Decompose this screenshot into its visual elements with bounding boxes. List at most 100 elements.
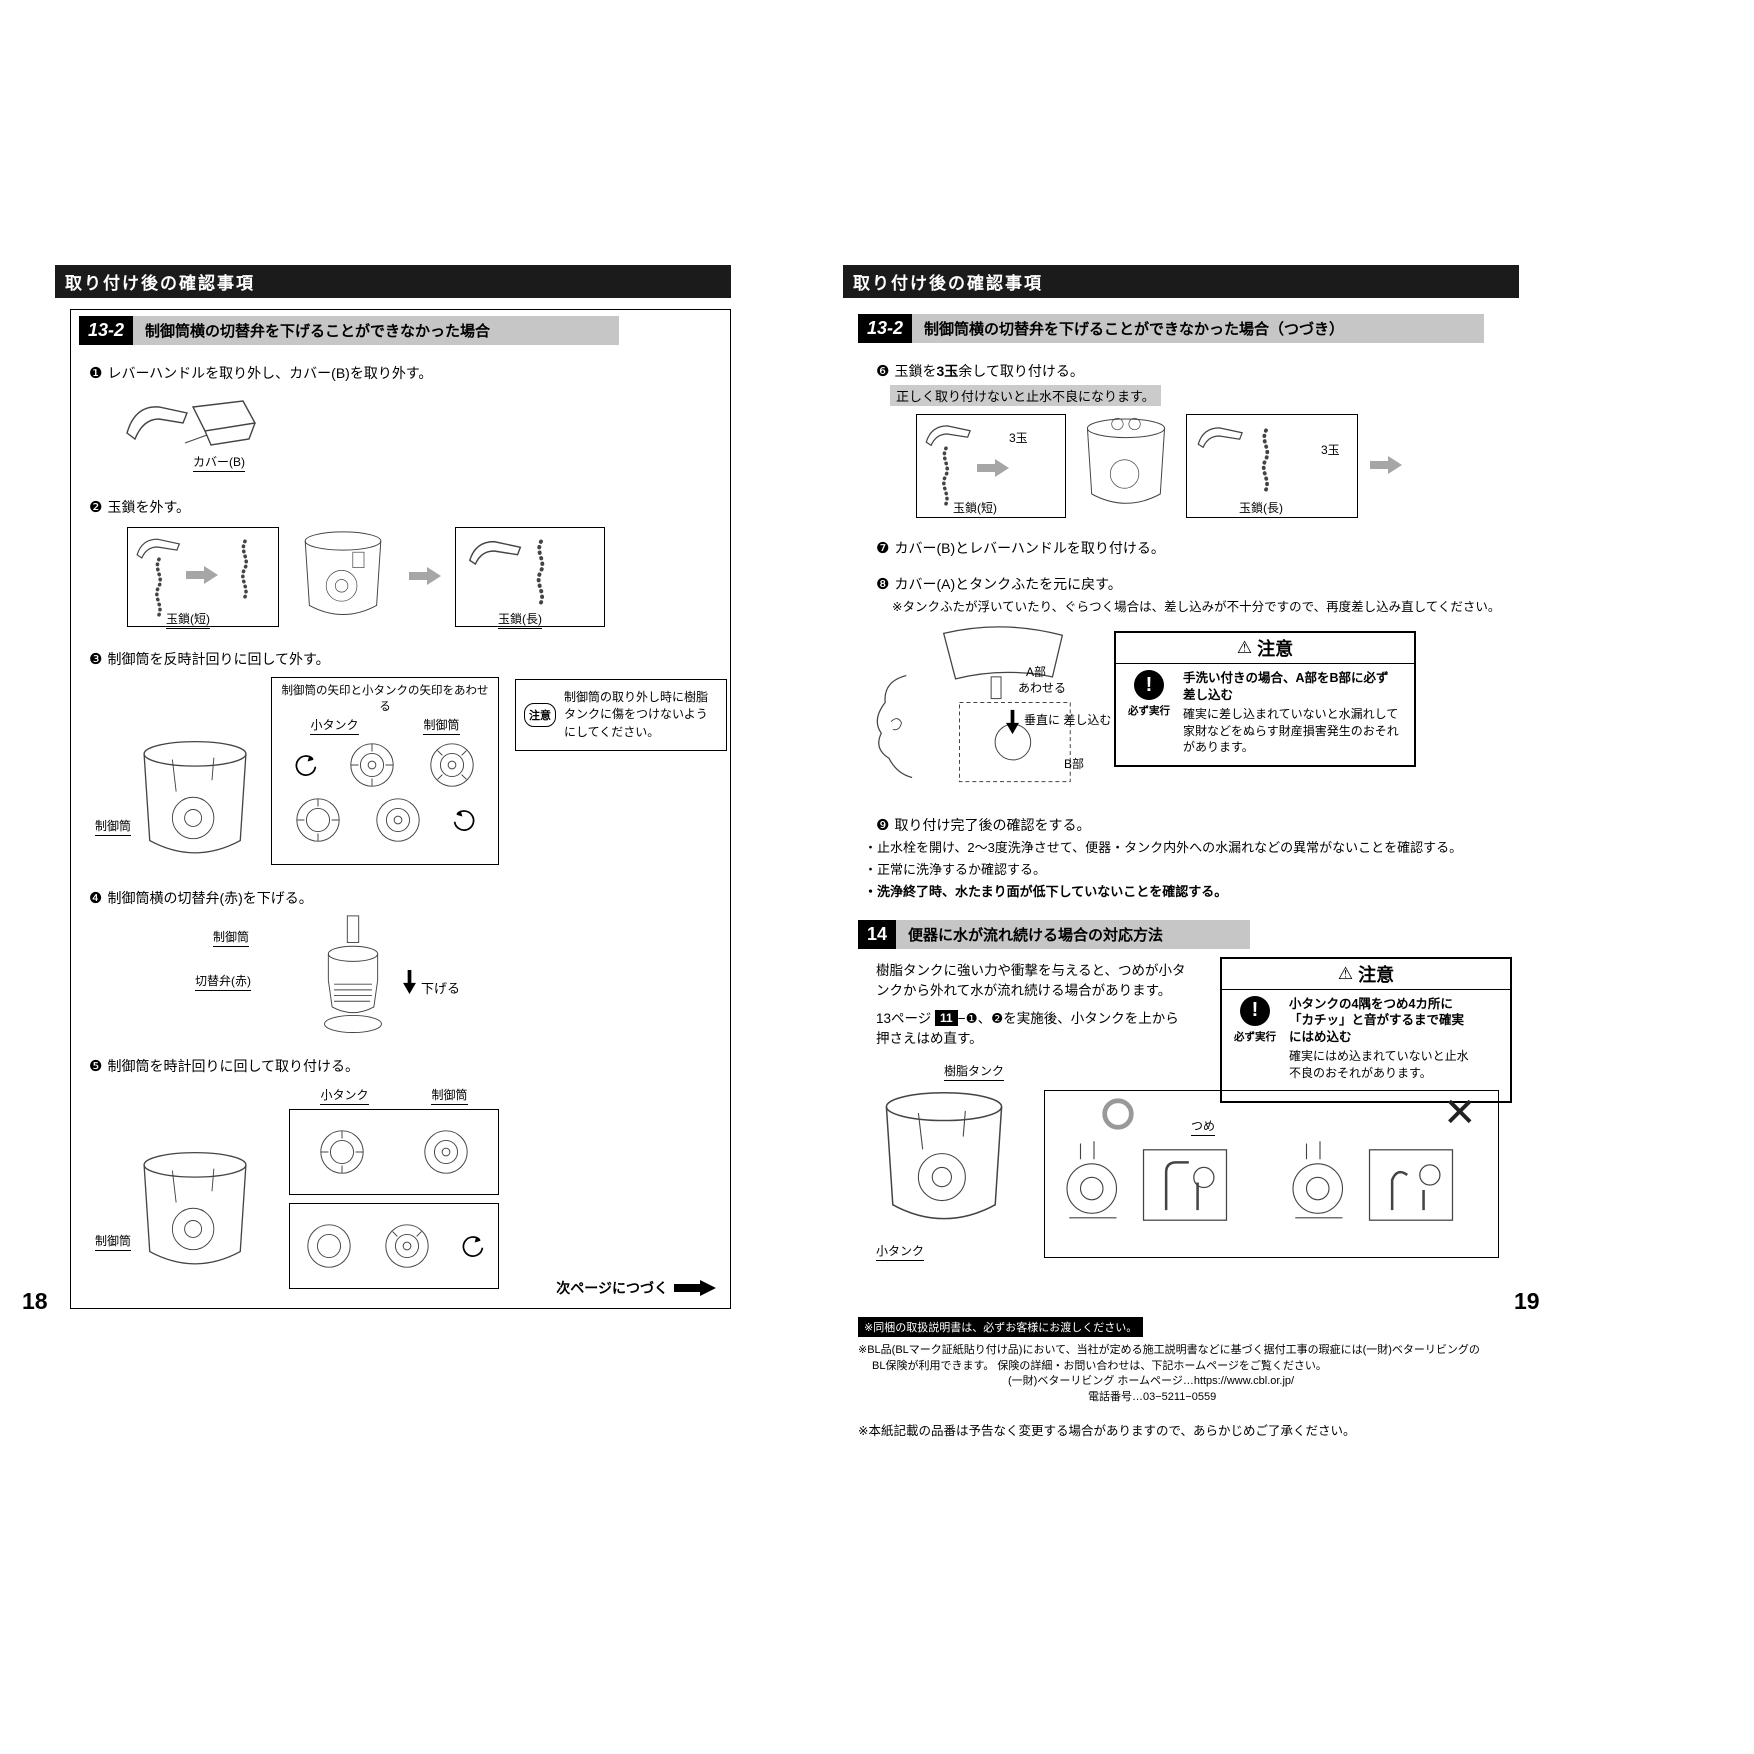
caution-note-text: 制御筒の取り外し時に樹脂 タンクに傷をつけないよう にしてください。 <box>564 689 709 739</box>
label-chain-short: 玉鎖(短) <box>953 499 997 518</box>
step-7-number-icon: ❼ <box>876 540 890 557</box>
warning-triangle-icon: ⚠ <box>1236 638 1253 657</box>
step-4-number-icon: ❹ <box>89 890 103 907</box>
step-8-note: ※タンクふたが浮いていたり、ぐらつく場合は、差し込みが不十分ですので、再度差し込… <box>892 600 1501 614</box>
handover-notice: ※同梱の取扱説明書は、必ずお客様にお渡しください。 <box>858 1316 1144 1337</box>
tank-sketch <box>143 1151 247 1265</box>
claw-comparison-panel: つめ <box>1044 1089 1499 1258</box>
label-small-tank: 小タンク <box>310 716 359 735</box>
claw-detail-sketch <box>1368 1148 1454 1221</box>
bl-insurance-line-1: ※BL品(BLマーク証紙貼り付け品)において、当社が定める施工説明書などに基づく… <box>858 1343 1480 1356</box>
chain-icon <box>155 557 163 617</box>
step-4-text: 制御筒横の切替弁(赤)を下げる。 <box>107 890 313 906</box>
mandatory-action: ! 必ず実行 <box>1123 670 1175 756</box>
step-6-text: 玉鎖を3玉余して取り付ける。 <box>894 361 1083 381</box>
label-claw: つめ <box>1191 1117 1216 1136</box>
label-chain-long: 玉鎖(長) <box>1239 499 1283 518</box>
section-13-2-frame: 13-2 制御筒横の切替弁を下げることができなかった場合 ❶ レバーハンドルを取… <box>70 309 731 1309</box>
rotate-arrow-icon <box>462 1236 484 1257</box>
caution-text: 小タンクの4隅をつめ4カ所に 「カチッ」と音がするまで確実 にはめ込む 確実には… <box>1289 996 1469 1082</box>
label-control-tube: 制御筒 <box>423 716 460 735</box>
step-3-number-icon: ❸ <box>89 651 103 668</box>
caution-headline: 小タンクの4隅をつめ4カ所に 「カチッ」と音がするまで確実 にはめ込む <box>1289 996 1465 1045</box>
arrow-right-icon <box>977 459 1009 477</box>
section-14-paragraph-2: 13ページ 11−❶、❷を実施後、小タンクを上から 押さえはめ直す。 <box>876 1009 1236 1050</box>
step-4-diagram: 制御筒 切替弁(赤) 下げる <box>79 914 722 1044</box>
section-13-2-header: 13-2 制御筒横の切替弁を下げることができなかった場合 <box>79 316 722 345</box>
chain-icon <box>536 539 545 605</box>
person-profile-icon <box>876 674 913 779</box>
page-ref-badge: 11 <box>935 1010 958 1027</box>
page-18: 取り付け後の確認事項 13-2 制御筒横の切替弁を下げることができなかった場合 … <box>55 265 731 1309</box>
warning-triangle-icon: ⚠ <box>1337 963 1354 983</box>
small-tank-top-icon <box>307 1224 351 1268</box>
caution-box-insert: ⚠ 注意 ! 必ず実行 手洗い付きの場合、A部をB部に必ず 差し込む 確実に差し… <box>1114 631 1416 767</box>
control-cylinder-top-icon <box>430 743 474 787</box>
caution-detail: 確実にはめ込まれていないと止水 不良のおそれがあります。 <box>1289 1049 1469 1080</box>
tank-sketch <box>143 740 247 854</box>
reattach-step-a <box>289 1109 499 1195</box>
step-8-diagram: A部 あわせる 垂直に 差し込む B部 ⚠ 注意 ! 必ず実行 <box>858 625 1519 805</box>
lever-handle-icon <box>136 538 181 559</box>
section-number-badge: 14 <box>858 919 897 949</box>
tank-sketch <box>1086 417 1166 504</box>
step-6: ❻ 玉鎖を3玉余して取り付ける。 <box>876 361 1519 381</box>
cross-icon: ✕ <box>1443 1090 1477 1135</box>
page-header-title: 取り付け後の確認事項 <box>65 274 255 293</box>
reattach-panel-labels: 小タンク 制御筒 <box>289 1086 499 1105</box>
label-small-tank: 小タンク <box>320 1086 369 1105</box>
gasket-ring-icon <box>1102 1097 1134 1130</box>
lever-handle-icon <box>925 425 971 447</box>
section-number-badge: 13-2 <box>79 316 134 345</box>
mandatory-action-icon: ! <box>1134 670 1164 700</box>
para-2-post: −❶、❷を実施後、小タンクを上から 押さえはめ直す。 <box>876 1011 1179 1047</box>
mandatory-action-label: 必ず実行 <box>1128 705 1170 717</box>
caution-headline: 手洗い付きの場合、A部をB部に必ず 差し込む <box>1183 671 1389 702</box>
section-13-2-header: 13-2 制御筒横の切替弁を下げることができなかった場合（つづき） <box>858 314 1519 343</box>
caution-note-box: 注意 制御筒の取り外し時に樹脂 タンクに傷をつけないよう にしてください。 <box>515 679 727 751</box>
section-title: 制御筒横の切替弁を下げることができなかった場合（つづき） <box>912 314 1485 343</box>
arrow-down-icon <box>403 970 416 994</box>
step-3-diagram: 制御筒 制御筒の矢印と小タンクの矢印をあわせる 小タンク 制御筒 <box>79 677 727 872</box>
bl-phone: 電話番号…03−5211−0559 <box>1088 1391 1217 1404</box>
footer-notes: ※同梱の取扱説明書は、必ずお客様にお渡しください。 ※BL品(BLマーク証紙貼り… <box>858 1316 1519 1440</box>
continue-next-page: 次ページにつづく <box>556 1278 716 1298</box>
final-note: ※本紙記載の品番は予告なく変更する場合がありますので、あらかじめご了承ください。 <box>858 1424 1356 1439</box>
next-page-arrow-icon <box>674 1280 716 1296</box>
mandatory-action-icon: ! <box>1240 995 1270 1026</box>
step-9-bullet-3: ・洗浄終了時、水たまり面が低下していないことを確認する。 <box>864 884 1228 900</box>
lever-handle-icon <box>1197 427 1243 449</box>
arrow-right-icon <box>1370 456 1402 474</box>
lever-cover-sketch <box>126 400 257 446</box>
label-control-tube: 制御筒 <box>431 1086 468 1105</box>
page-19: 取り付け後の確認事項 13-2 制御筒横の切替弁を下げることができなかった場合（… <box>843 265 1519 1439</box>
label-align: あわせる <box>1018 681 1067 695</box>
arrow-right-icon <box>409 567 441 585</box>
mandatory-action: ! 必ず実行 <box>1229 995 1281 1082</box>
mandatory-action-label: 必ず実行 <box>1234 1030 1276 1043</box>
continue-text: 次ページにつづく <box>556 1280 668 1296</box>
caution-header: ⚠ 注意 <box>1222 959 1510 990</box>
step-5: ❺ 制御筒を時計回りに回して取り付ける。 <box>89 1056 722 1076</box>
step-8-number-icon: ❽ <box>876 576 890 593</box>
step-6-number-icon: ❻ <box>876 363 890 380</box>
step-4: ❹ 制御筒横の切替弁(赤)を下げる。 <box>89 888 722 908</box>
step-2: ❷ 玉鎖を外す。 <box>89 497 722 517</box>
control-cylinder-top-icon <box>424 1130 468 1174</box>
chain-icon <box>1261 428 1270 492</box>
caution-badge-icon: 注意 <box>524 703 556 727</box>
step-1-text: レバーハンドルを取り外し、カバー(B)を取り外す。 <box>107 365 433 381</box>
caution-title: 注意 <box>1358 964 1395 985</box>
exclamation-glyph: ! <box>1145 673 1153 696</box>
caution-text: 手洗い付きの場合、A部をB部に必ず 差し込む 確実に差し込まれていないと水漏れし… <box>1183 670 1399 756</box>
section-14-diagram: 樹脂タンク 小タンク つめ <box>858 1062 1519 1267</box>
step-2-diagram: 玉鎖(短) <box>127 527 722 631</box>
gear-row <box>278 794 492 846</box>
step-3-text: 制御筒を反時計回りに回して外す。 <box>107 651 330 667</box>
step-6-text-bold: 3玉 <box>936 363 959 379</box>
step-9-bullet-2: ・正常に洗浄するか確認する。 <box>864 862 1047 878</box>
step-5-text: 制御筒を時計回りに回して取り付ける。 <box>107 1058 360 1074</box>
arrow-align-panel: 制御筒の矢印と小タンクの矢印をあわせる 小タンク 制御筒 <box>271 677 499 865</box>
section-14-paragraph-1: 樹脂タンクに強い力や衝撃を与えると、つめが小タ ンクから外れて水が流れ続ける場合… <box>876 962 1186 998</box>
small-tank-top-icon <box>296 798 340 842</box>
